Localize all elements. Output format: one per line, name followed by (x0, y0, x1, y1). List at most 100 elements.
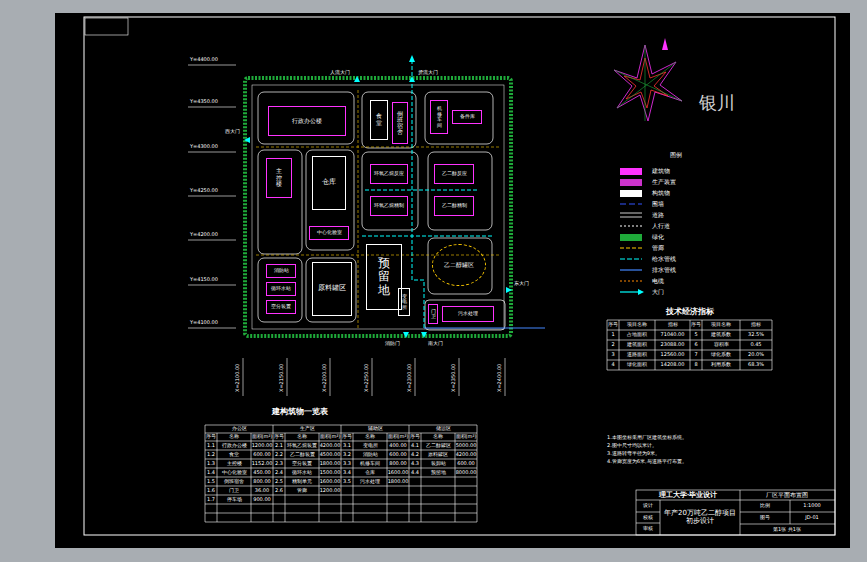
grid-coordinate: Y=4100.00 (190, 320, 218, 326)
table-cell: 800.00 (253, 479, 271, 485)
building-box: 预留地 (366, 244, 402, 310)
legend-line (620, 225, 642, 226)
gate-label: 货流大门 (418, 70, 438, 76)
table-cell: 4200.00 (320, 443, 341, 449)
building-box: 原料罐区 (312, 262, 352, 316)
table-header: 面积(m²) (320, 434, 341, 440)
table-cell: 食堂 (229, 452, 239, 458)
building-name: 食堂 (376, 113, 382, 126)
table-header: 序号 (410, 434, 420, 440)
table-cell: 1.6 (207, 488, 215, 494)
building-name: 环氧乙烷反应 (374, 171, 404, 177)
table-cell: 污水处理 (360, 479, 380, 485)
table-cell: 2.3 (275, 461, 283, 467)
table-cell: 建筑面积 (627, 342, 647, 348)
legend-line (620, 280, 642, 281)
table-cell: 600.00 (389, 452, 407, 458)
table-cell: 装卸站 (431, 461, 446, 467)
table-cell: 停车场 (227, 497, 242, 503)
table-cell: 5 (694, 332, 697, 338)
table-cell: 绿化系数 (711, 352, 731, 358)
table-cell: 行政办公楼 (222, 443, 247, 449)
gate-label: 南大门 (428, 341, 443, 347)
building-name: 污水处理 (458, 311, 478, 317)
table-cell: 8000.00 (456, 470, 477, 476)
gate-label: 人流大门 (330, 70, 350, 76)
table-cell: 1600.00 (320, 479, 341, 485)
grid-coordinate: X=2350.00 (451, 364, 457, 392)
legend-line (620, 217, 642, 218)
grid-coordinate: X=2250.00 (364, 364, 370, 392)
table-cell: 5000.00 (456, 443, 477, 449)
gate-label: 西大门 (225, 129, 240, 135)
title-cell: JD-01 (805, 515, 819, 521)
building-box: 备件库 (452, 110, 482, 124)
table-cell: 71040.00 (661, 332, 685, 338)
table-header: 序号 (274, 434, 284, 440)
table-cell: 4.2 (411, 452, 419, 458)
table-cell: 1.5 (207, 479, 215, 485)
table-cell: 800.00 (389, 461, 407, 467)
table-header: 序号 (206, 434, 216, 440)
legend-swatch (620, 168, 642, 175)
building-box: 污水处理 (442, 306, 494, 322)
table-cell: 1200.00 (320, 488, 341, 494)
gate-label: 东大门 (514, 281, 529, 287)
table-cell: 仓库 (365, 470, 375, 476)
legend-text: 给水管线 (652, 256, 676, 262)
table-cell: 容积率 (714, 342, 729, 348)
table-cell: 指标 (668, 322, 678, 328)
title-cell: 1:1000 (803, 503, 821, 509)
building-box: 空分装置 (266, 300, 296, 314)
table-cell: 主控楼 (227, 461, 242, 467)
building-name: 变电所 (402, 294, 407, 311)
table-cell: 400.00 (389, 443, 407, 449)
building-box: 消防站 (266, 264, 296, 278)
table-cell: 项目名称 (711, 322, 731, 328)
table-cell: 900.00 (253, 497, 271, 503)
table-cell: 4200.00 (456, 452, 477, 458)
table-cell: 1.3 (207, 461, 215, 467)
table-header: 名称 (297, 434, 307, 440)
table-cell: 32.5% (748, 332, 764, 338)
title-cell: 第1张 共1张 (773, 527, 801, 533)
table-cell: 利用系数 (711, 362, 731, 368)
building-box: 行政办公楼 (268, 106, 346, 136)
table-cell: 1800.00 (388, 479, 409, 485)
grid-coordinate: Y=4150.00 (190, 277, 218, 283)
table-cell: 1.7 (207, 497, 215, 503)
legend-text: 道路 (652, 212, 664, 218)
legend-line (620, 247, 642, 248)
table-cell: 占地面积 (627, 332, 647, 338)
table-header: 办公区 (232, 426, 247, 432)
table-cell: 2.1 (275, 443, 283, 449)
table-cell: 消防站 (363, 452, 378, 458)
table-cell: 8 (694, 362, 697, 368)
building-name: 门卫 (431, 309, 436, 320)
table-cell: 4.3 (411, 461, 419, 467)
table-header: 面积(m²) (456, 434, 477, 440)
building-box: 门卫 (428, 304, 438, 324)
building-name: 乙二醇罐区 (444, 262, 474, 269)
grid-coordinate: X=2400.00 (497, 364, 503, 392)
table-cell: 1.4 (207, 470, 215, 476)
table-cell: 序号 (608, 322, 618, 328)
grid-coordinate: Y=4250.00 (190, 188, 218, 194)
building-box: 仓库 (312, 156, 346, 210)
building-name: 空分装置 (271, 304, 291, 310)
table-cell: 3.4 (343, 470, 351, 476)
table-cell: 3.2 (343, 452, 351, 458)
table-cell: 14208.00 (661, 362, 685, 368)
legend-text: 排水管线 (652, 267, 676, 273)
legend-text: 生产装置 (652, 179, 676, 185)
building-name: 备件库 (460, 114, 475, 120)
legend-line (620, 269, 642, 270)
building-box: 环氧乙烷反应 (370, 164, 408, 184)
table-cell: 2.6 (275, 488, 283, 494)
table-cell: 1800.00 (320, 461, 341, 467)
table-cell: 1200.00 (252, 443, 273, 449)
table-title: 建构筑物一览表 (272, 407, 328, 416)
table-cell: 23088.00 (661, 342, 685, 348)
table-cell: 变电所 (363, 443, 378, 449)
table-cell: 1600.00 (388, 470, 409, 476)
